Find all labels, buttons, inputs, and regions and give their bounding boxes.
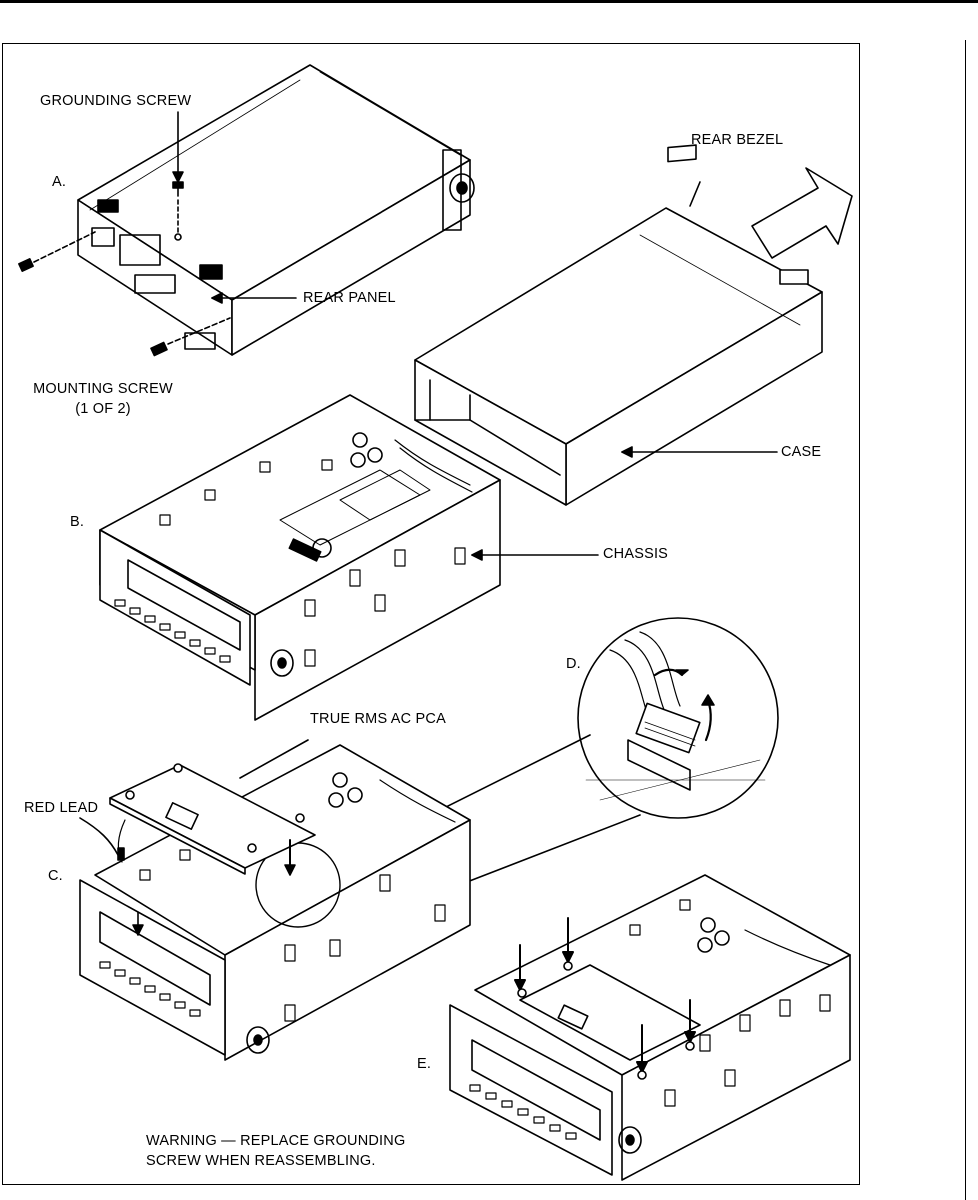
case-illustration <box>414 144 823 506</box>
step-b-label: B. <box>70 514 85 530</box>
right-margin-rule <box>965 40 966 1200</box>
handle-strap <box>442 149 462 231</box>
front-panel-b <box>99 529 251 686</box>
fuse-holder <box>134 274 176 294</box>
top-rule <box>0 0 978 3</box>
case-label: CASE <box>781 444 822 460</box>
rear-panel-label: REAR PANEL <box>303 290 396 306</box>
rear-bezel-leader <box>689 181 701 207</box>
grounding-screw-icon <box>172 181 184 189</box>
mounting-screw-note: (1 OF 2) <box>75 401 131 417</box>
pca-leader <box>239 739 309 779</box>
screw-arrow-icons <box>514 917 696 1073</box>
removal-direction-arrow <box>751 167 853 259</box>
installed-pca-board <box>519 964 701 1061</box>
warning-line-1: WARNING — REPLACE GROUNDING <box>146 1133 406 1149</box>
grounding-screw-label: GROUNDING SCREW <box>40 93 192 109</box>
pca-standoff-icons <box>125 763 305 853</box>
assembly-e-illustration <box>449 874 851 1181</box>
rear-bezel-tab <box>667 144 697 163</box>
warning-line-2: SCREW WHEN REASSEMBLING. <box>146 1153 376 1169</box>
display-window-e <box>471 1039 601 1141</box>
red-lead-leader <box>79 817 119 856</box>
figure-frame <box>2 43 860 1185</box>
chassis-label: CHASSIS <box>603 546 669 562</box>
assembly-c-illustration <box>79 739 471 1061</box>
mounting-screw-bottom-icon <box>150 317 231 357</box>
red-lead-label: RED LEAD <box>24 800 99 816</box>
step-a-label: A. <box>52 174 67 190</box>
detail-d-illustration <box>299 617 779 936</box>
chassis-b-illustration <box>99 394 599 721</box>
ribbon-connector <box>635 702 701 754</box>
handle-knob-c <box>246 1026 270 1054</box>
bottom-foot <box>184 332 216 350</box>
handle-knob-e <box>618 1126 642 1154</box>
step-d-label: D. <box>566 656 581 672</box>
rear-foot-right <box>199 264 223 280</box>
pca-component <box>165 802 199 830</box>
display-window-c <box>99 911 211 1006</box>
display-window-b <box>127 559 241 651</box>
true-rms-ac-pca-label: TRUE RMS AC PCA <box>310 711 446 727</box>
rear-bezel-label: REAR BEZEL <box>691 132 784 148</box>
handle-knob-b <box>270 649 294 677</box>
power-inlet <box>119 234 161 266</box>
mounting-screw-label: MOUNTING SCREW <box>33 381 173 397</box>
carry-handle-knob <box>449 173 475 203</box>
rear-bezel-tab-2 <box>779 269 809 285</box>
step-e-label: E. <box>417 1056 432 1072</box>
front-panel-c <box>79 879 226 1056</box>
rear-foot-left <box>97 199 119 213</box>
step-c-label: C. <box>48 868 63 884</box>
rear-connector <box>91 227 115 247</box>
mounting-screw-left-icon <box>18 231 96 272</box>
meter-a-illustration <box>18 64 475 357</box>
